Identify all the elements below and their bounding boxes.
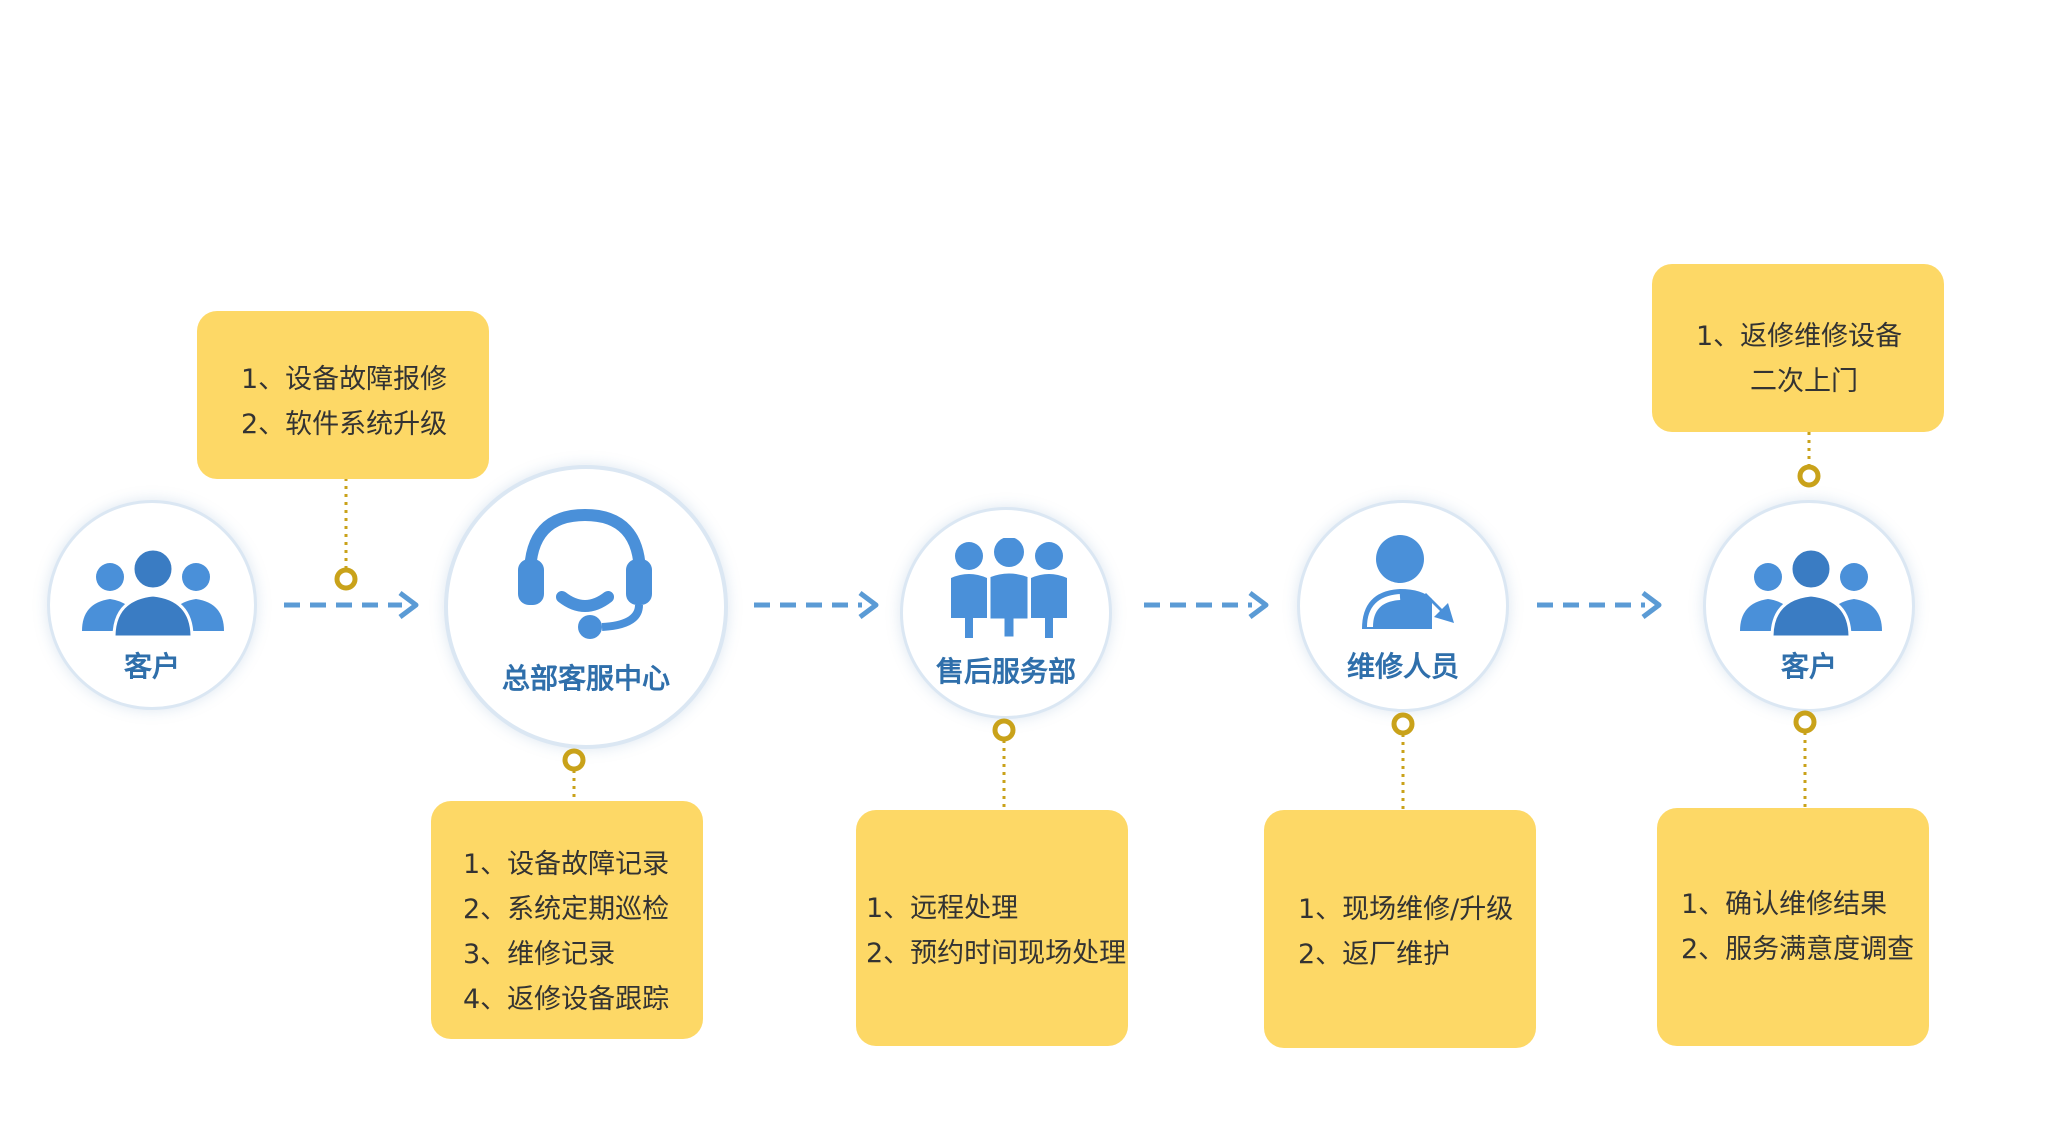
note-connector [1793, 710, 1817, 810]
note-connector [334, 478, 358, 591]
flow-arrow [1144, 591, 1269, 619]
note-line: 2、返厂维护 [1298, 939, 1451, 970]
note-connector [1391, 712, 1415, 812]
flow-arrow [284, 591, 419, 619]
repair-person-icon [1362, 535, 1454, 629]
note-line: 1、设备故障记录 [463, 849, 670, 880]
note-repair-staff: 1、现场维修/升级 2、返厂维护 [1264, 810, 1536, 1048]
node-label: 总部客服中心 [501, 662, 670, 695]
after-sales-node: 售后服务部 [900, 507, 1112, 719]
note-line: 2、预约时间现场处理 [866, 938, 1127, 969]
note-connector [1797, 432, 1821, 488]
customers-icon [82, 547, 224, 639]
note-line: 2、服务满意度调查 [1681, 934, 1915, 965]
note-line: 4、返修设备跟踪 [463, 984, 670, 1015]
node-label: 维修人员 [1346, 650, 1459, 683]
flow-arrow [754, 591, 879, 619]
note-customer-revisit: 1、返修维修设备 二次上门 [1652, 264, 1944, 432]
repair-staff-node: 维修人员 [1297, 500, 1509, 712]
flow-arrow [1537, 591, 1662, 619]
note-line: 1、设备故障报修 [241, 364, 448, 395]
note-line: 1、远程处理 [866, 893, 1019, 924]
note-connector [992, 718, 1016, 814]
note-customer-feedback: 1、确认维修结果 2、服务满意度调查 [1657, 808, 1929, 1046]
node-label: 售后服务部 [935, 655, 1076, 688]
note-line: 1、返修维修设备 [1696, 321, 1903, 352]
customers-icon [1740, 547, 1882, 639]
service-center-node: 总部客服中心 [444, 465, 728, 749]
note-line: 2、系统定期巡检 [463, 894, 670, 925]
node-label: 客户 [123, 650, 180, 683]
note-after-sales: 1、远程处理 2、预约时间现场处理 [856, 810, 1128, 1046]
note-line: 3、维修记录 [463, 939, 616, 970]
note-service-center: 1、设备故障记录 2、系统定期巡检 3、维修记录 4、返修设备跟踪 [431, 801, 703, 1039]
note-line: 1、确认维修结果 [1681, 889, 1888, 920]
headset-icon [518, 508, 652, 639]
team-icon [951, 538, 1067, 638]
note-line: 2、软件系统升级 [241, 409, 448, 440]
node-label: 客户 [1780, 650, 1837, 683]
customer-node-start: 客户 [47, 500, 257, 710]
note-connector [562, 748, 586, 806]
note-line: 二次上门 [1750, 366, 1858, 397]
note-customer-request: 1、设备故障报修 2、软件系统升级 [197, 311, 489, 479]
customer-node-end: 客户 [1703, 500, 1915, 712]
note-line: 1、现场维修/升级 [1298, 894, 1514, 925]
